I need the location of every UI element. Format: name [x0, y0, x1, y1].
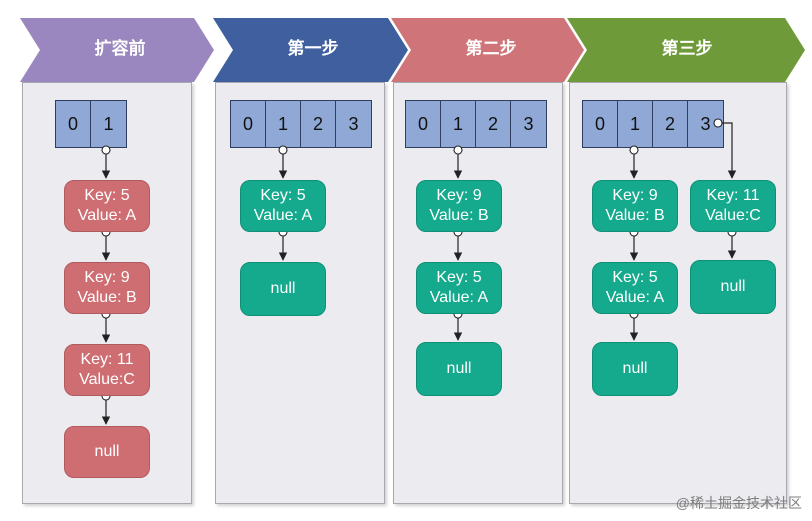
chevron-step1 [213, 18, 408, 82]
header-step1: 第一步 [287, 39, 339, 59]
entry-node: Key: 9 Value: B [592, 180, 678, 232]
watermark: @稀土掘金技术社区 [675, 495, 802, 511]
entry-node: Key: 5 Value: A [64, 180, 150, 232]
bucket-cell: 2 [301, 101, 336, 147]
entry-node: Key: 5 Value: A [416, 262, 502, 314]
header-chevrons [20, 18, 805, 82]
null-label: null [446, 360, 472, 377]
null-label: null [622, 360, 648, 377]
bucket-cell: 1 [103, 113, 114, 134]
bucket-cell: 0 [406, 101, 441, 147]
array-before: 0 1 [55, 100, 127, 148]
null-node: null [240, 262, 326, 316]
header-step2: 第二步 [465, 39, 517, 59]
node-value: Value: A [253, 207, 313, 224]
node-value: Value: A [77, 207, 137, 224]
header-before: 扩容前 [94, 39, 146, 59]
bucket-cell: 0 [231, 101, 266, 147]
node-key: Key: 5 [612, 269, 658, 286]
node-value: Value: B [605, 207, 665, 224]
null-label: null [94, 443, 120, 460]
node-key: Key: 9 [84, 269, 130, 286]
entry-node: Key: 9 Value: B [416, 180, 502, 232]
bucket-cell: 2 [476, 101, 511, 147]
entry-node: Key: 5 Value: A [240, 180, 326, 232]
node-key: Key: 5 [260, 187, 306, 204]
entry-node: Key: 9 Value: B [64, 262, 150, 314]
null-node: null [592, 342, 678, 396]
bucket-cell: 1 [441, 101, 476, 147]
chevron-step3 [567, 18, 805, 82]
bucket-cell: 1 [266, 101, 301, 147]
bucket-cell: 2 [653, 101, 688, 147]
node-key: Key: 5 [436, 269, 482, 286]
bucket-cell: 3 [348, 113, 359, 134]
entry-node: Key: 5 Value: A [592, 262, 678, 314]
null-label: null [270, 280, 296, 297]
node-key: Key: 5 [84, 187, 130, 204]
entry-node: Key: 11 Value:C [690, 180, 776, 232]
bucket-cell: 3 [700, 113, 711, 134]
null-node: null [416, 342, 502, 396]
bucket-cell: 1 [618, 101, 653, 147]
array-step2: 0 1 2 3 [405, 100, 547, 148]
header-step3: 第三步 [661, 39, 713, 59]
node-value: Value: B [77, 289, 137, 306]
node-value: Value: A [429, 289, 489, 306]
array-step1: 0 1 2 3 [230, 100, 372, 148]
node-key: Key: 9 [612, 187, 658, 204]
null-label: null [720, 278, 746, 295]
entry-node: Key: 11 Value:C [64, 344, 150, 396]
null-node: null [690, 260, 776, 314]
node-key: Key: 11 [80, 351, 134, 368]
bucket-cell: 0 [583, 101, 618, 147]
null-node: null [64, 426, 150, 478]
node-value: Value: A [605, 289, 665, 306]
bucket-cell: 0 [56, 101, 91, 147]
node-key: Key: 9 [436, 187, 482, 204]
node-key: Key: 11 [706, 187, 760, 204]
chevron-before [20, 18, 214, 82]
chevron-step2 [391, 18, 584, 82]
node-value: Value:C [79, 371, 135, 388]
node-value: Value: B [429, 207, 489, 224]
node-value: Value:C [705, 207, 761, 224]
array-step3: 0 1 2 3 [582, 100, 724, 148]
bucket-cell: 3 [523, 113, 534, 134]
